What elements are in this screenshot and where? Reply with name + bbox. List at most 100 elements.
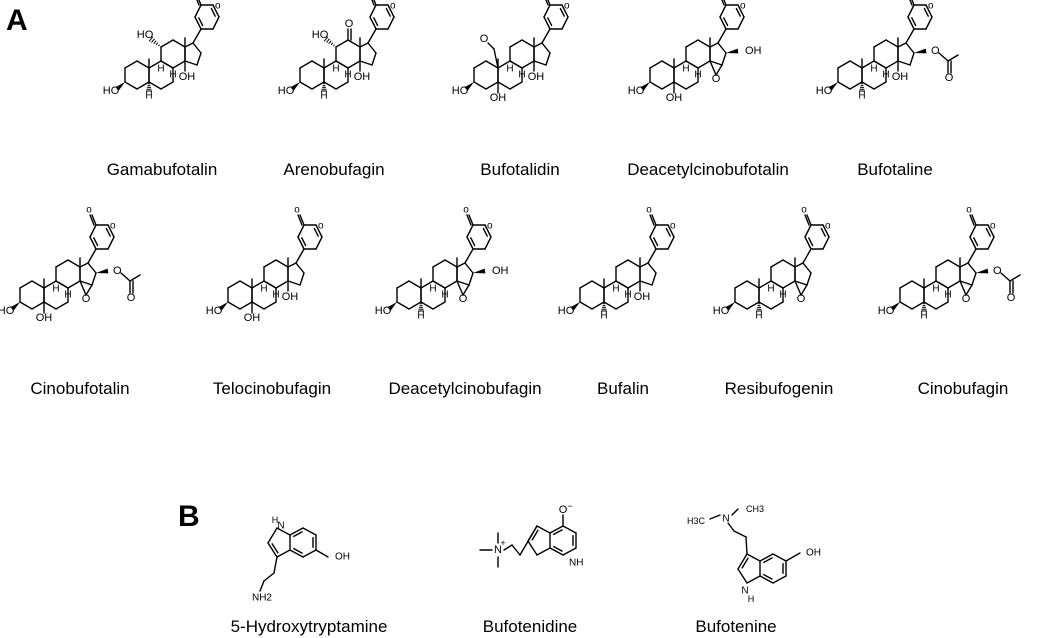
hydrogen-label: H: [870, 64, 877, 75]
panel-label-a: A: [6, 4, 28, 37]
compound-name: Arenobufagin: [283, 160, 385, 179]
hydrogen-label: H: [332, 64, 339, 75]
epoxide-o-label: O: [459, 293, 468, 305]
epoxide-o-label: O: [712, 73, 721, 85]
hydrogen-label: H: [429, 284, 436, 295]
hydrogen-label: H: [272, 515, 279, 525]
lactone-ring-o: o: [390, 1, 396, 12]
aldehyde-o-label: O: [480, 33, 489, 45]
hydrogen-label: H: [506, 64, 513, 75]
hydrogen-label: H: [260, 284, 267, 295]
hydrogen-label: H: [518, 70, 525, 81]
indole-nh-label: NH: [569, 558, 583, 569]
hydrogen-label: H: [694, 70, 701, 81]
carbonyl-label: O: [345, 18, 354, 30]
compound-name: Deacetylcinobufotalin: [627, 160, 789, 179]
structure-gamabufotalin: ooHOHHHOHHO: [103, 0, 317, 132]
amine-n-label: N: [722, 514, 729, 525]
hydroxyl-label: HO: [137, 29, 154, 41]
hydroxyl-label: OH: [634, 291, 651, 303]
hydrogen-label: H: [767, 284, 774, 295]
lactone-carbonyl-o: o: [294, 205, 300, 216]
hydroxyl-label: HO: [816, 85, 833, 97]
hydroxyl-label: HO: [206, 305, 223, 317]
acetate-carbonyl-o: O: [1007, 292, 1016, 304]
hydrogen-label: H: [755, 311, 762, 322]
compound-name: Cinobufotalin: [30, 379, 130, 398]
hydrogen-label: H: [748, 594, 755, 604]
compound-name: Cinobufagin: [917, 379, 1009, 398]
lactone-ring-o: o: [990, 221, 996, 232]
lactone-carbonyl-o: o: [86, 205, 92, 216]
lactone-ring-o: o: [825, 221, 831, 232]
hydrogen-label: H: [344, 70, 351, 81]
hydrogen-label: H: [932, 284, 939, 295]
lactone-ring-o: o: [740, 1, 746, 12]
lactone-ring-o: o: [487, 221, 493, 232]
hydroxyl-label: OH: [36, 312, 53, 324]
hydrogen-label: H: [858, 91, 865, 102]
hydrogen-label: H: [600, 311, 607, 322]
hydrogen-label: H: [272, 290, 279, 301]
methyl-label: H3C: [687, 516, 706, 526]
structure-arenobufagin: ooHOHHHOHHOO: [278, 0, 492, 132]
hydroxyl-label: HO: [452, 85, 469, 97]
ammonium-label: N: [494, 544, 502, 556]
hydrogen-label: H: [920, 311, 927, 322]
hydroxyl-label: HO: [278, 85, 295, 97]
hydroxyl-label: HO: [558, 305, 575, 317]
hydroxyl-label: OH: [335, 552, 350, 563]
lactone-ring-o: o: [670, 221, 676, 232]
lactone-carbonyl-o: o: [463, 205, 469, 216]
compound-name: Bufotenine: [695, 617, 777, 636]
charge-label: +: [500, 538, 505, 548]
hydroxyl-label: OH: [282, 291, 299, 303]
hydrogen-label: H: [882, 70, 889, 81]
hydrogen-label: H: [145, 91, 152, 102]
lactone-carbonyl-o: o: [801, 205, 807, 216]
structure-bufotalidin: ooHOOHHHOHO: [452, 0, 666, 132]
hydrogen-label: H: [52, 284, 59, 295]
hydroxyl-label: OH: [492, 265, 509, 277]
hydroxyl-label: OH: [354, 71, 371, 83]
acetate-o-label: O: [993, 265, 1002, 277]
hydrogen-label: H: [64, 290, 71, 301]
acetate-o-label: O: [931, 45, 940, 57]
hydrogen-label: H: [682, 64, 689, 75]
compound-name: Bufalin: [597, 379, 649, 398]
hydrogen-label: H: [944, 290, 951, 301]
hydroxyl-label: OH: [244, 312, 261, 324]
hydroxyl-label: HO: [628, 85, 645, 97]
epoxide-o-label: O: [962, 293, 971, 305]
lactone-ring-o: o: [318, 221, 324, 232]
structure-bufotaline: ooHOHHHOHOO: [816, 0, 1030, 132]
structure-deacetylcinobufotalin: ooHOOHHHOOH: [628, 0, 842, 132]
hydroxyl-label: HO: [713, 305, 730, 317]
hydrogen-label: H: [320, 91, 327, 102]
hydroxyl-label: OH: [528, 71, 545, 83]
lactone-ring-o: o: [564, 1, 570, 12]
indole-n-label: N: [741, 586, 748, 597]
epoxide-o-label: O: [82, 293, 91, 305]
compound-name: Deacetylcinobufagin: [388, 379, 542, 398]
acetate-carbonyl-o: O: [945, 72, 954, 84]
hydrogen-label: H: [779, 290, 786, 301]
compound-name: 5-Hydroxytryptamine: [230, 617, 388, 636]
hydroxyl-label: HO: [0, 305, 15, 317]
hydroxyl-label: OH: [666, 92, 683, 104]
amine-label: NH2: [252, 593, 272, 604]
hydroxyl-label: HO: [312, 29, 329, 41]
lactone-ring-o: o: [928, 1, 934, 12]
compound-name: Bufotaline: [857, 160, 933, 179]
nitrogen-label: N: [277, 521, 284, 532]
acetate-o-label: O: [113, 265, 122, 277]
hydrogen-label: H: [441, 290, 448, 301]
